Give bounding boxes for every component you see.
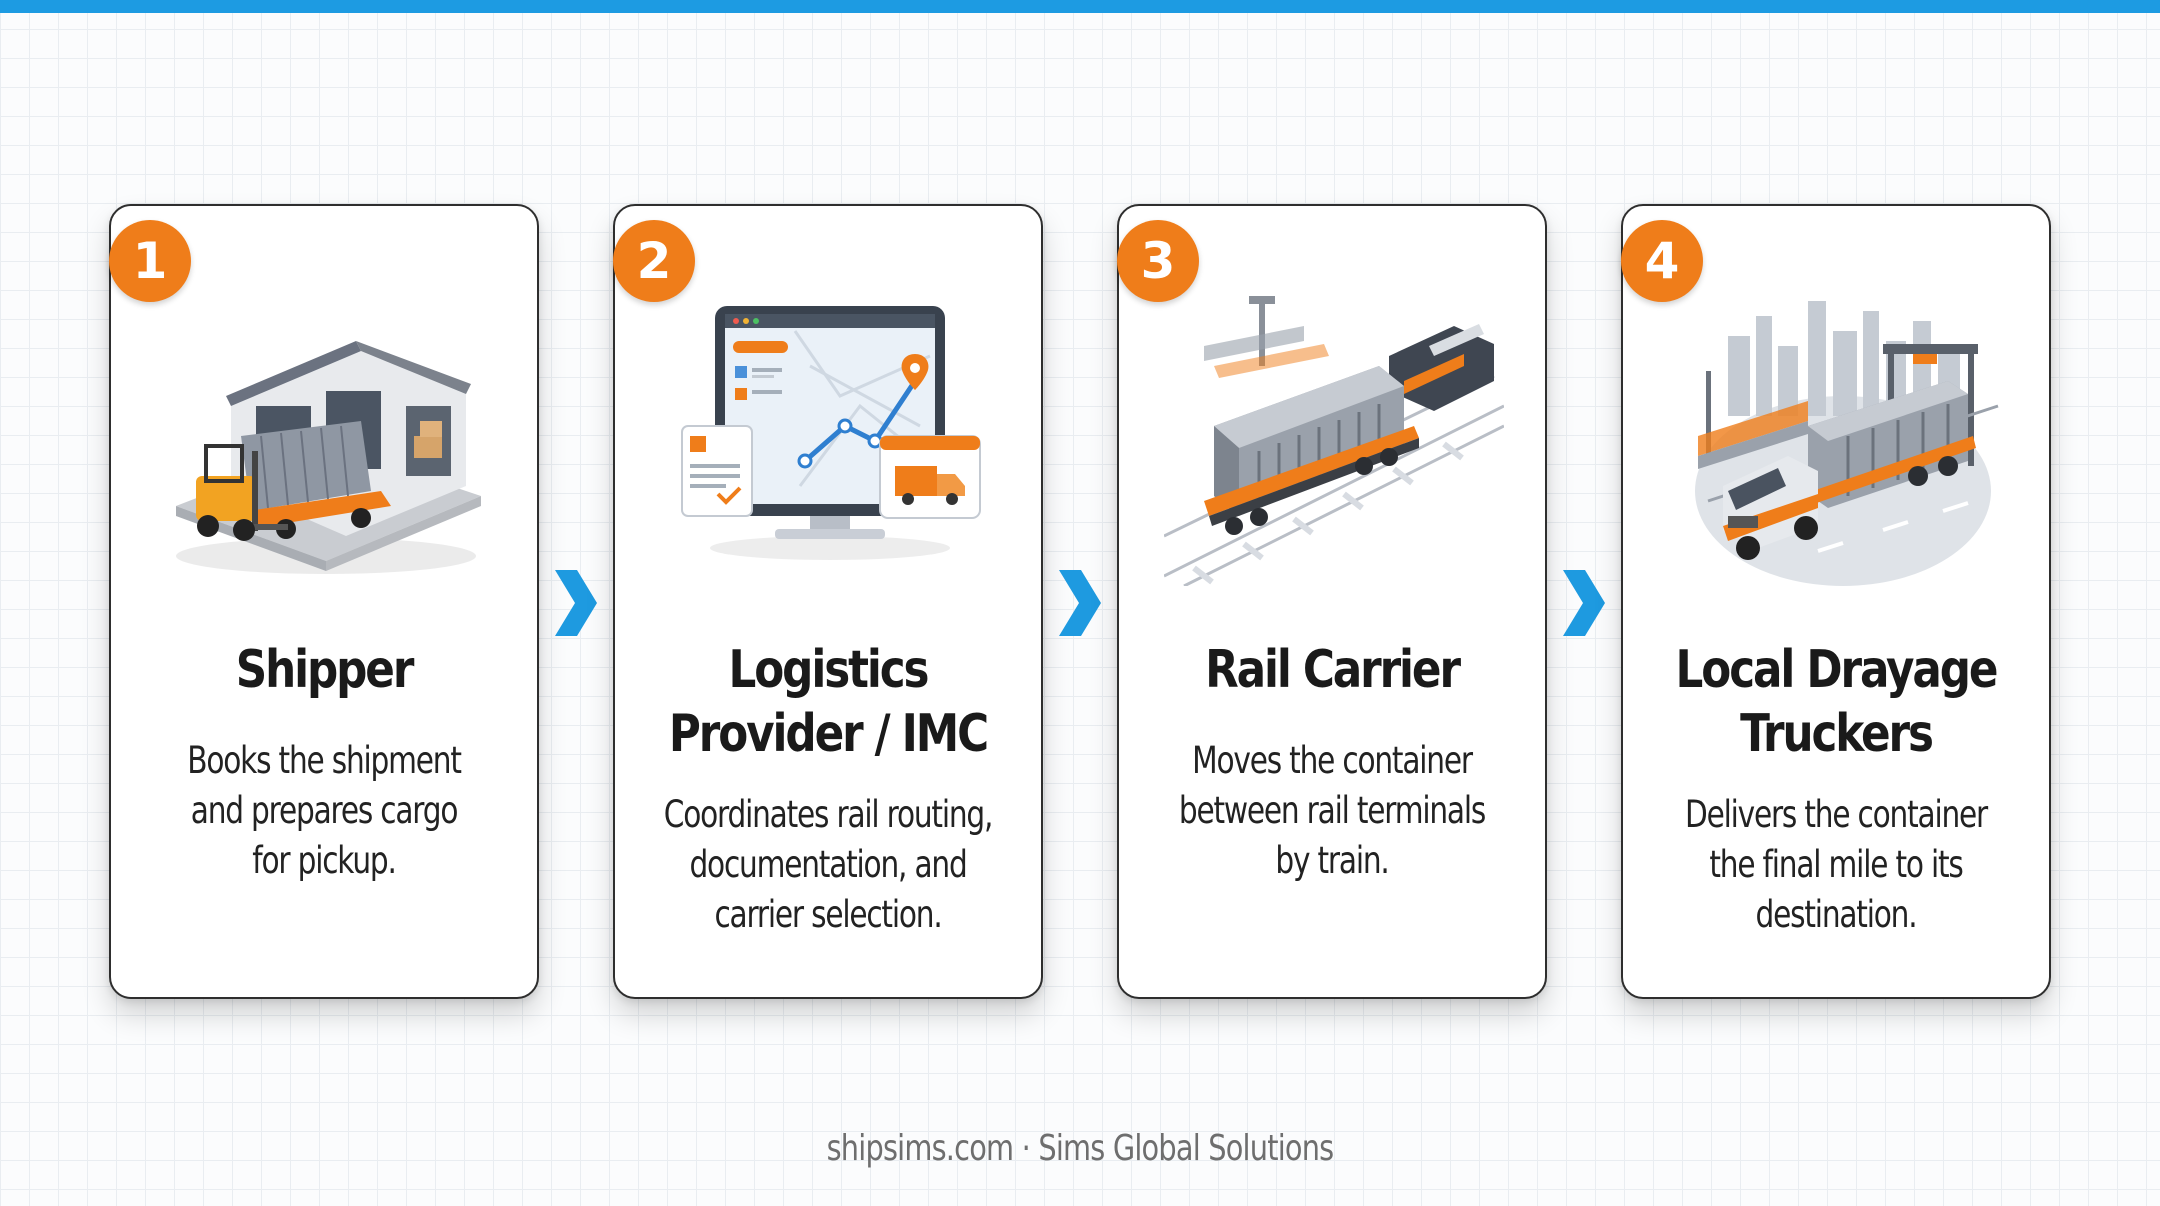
step-title: Shipper: [145, 638, 503, 702]
chevron-right-icon: [1059, 570, 1101, 636]
step-description-line: Delivers the container: [1684, 793, 1988, 836]
top-accent-bar: [0, 0, 2160, 13]
step-card-rail-carrier: 3 Rail Carrier: [1117, 204, 1547, 999]
step-description-line: Coordinates rail routing,: [663, 793, 994, 836]
step-number-badge: 1: [109, 220, 191, 302]
step-card-local-drayage-truckers: 4: [1621, 204, 2051, 999]
chevron-right-icon: [555, 570, 597, 636]
step-title: Local Drayage Truckers: [1657, 638, 2015, 766]
step-title: Logistics Provider / IMC: [649, 638, 1007, 766]
step-card-logistics-provider: 2 Logistics Provider / IMC Coor: [613, 204, 1043, 999]
step-description-line: by train.: [1275, 839, 1389, 882]
computer-route-map-icon: [681, 306, 981, 560]
step-description: Coordinates rail routing, documentation,…: [658, 790, 999, 940]
freight-train-icon: [1164, 296, 1504, 586]
warehouse-forklift-icon: [176, 341, 481, 574]
container-truck-city-icon: [1695, 301, 1999, 586]
step-description-line: the final mile to its: [1709, 843, 1963, 886]
step-title-line: Logistics: [728, 640, 930, 700]
step-description-line: carrier selection.: [714, 893, 942, 936]
step-title-line: Rail Carrier: [1205, 640, 1461, 700]
step-description-line: documentation, and: [689, 843, 967, 886]
step-description-line: between rail terminals: [1178, 789, 1486, 832]
step-description: Books the shipment and prepares cargo fo…: [154, 736, 495, 886]
step-description: Moves the container between rail termina…: [1162, 736, 1503, 886]
step-description-line: destination.: [1755, 893, 1918, 936]
step-title-line: Provider / IMC: [668, 704, 989, 764]
step-number-badge: 3: [1117, 220, 1199, 302]
step-number-badge: 2: [613, 220, 695, 302]
step-description-line: Moves the container: [1192, 739, 1473, 782]
step-title-line: Shipper: [235, 640, 415, 700]
step-number-badge: 4: [1621, 220, 1703, 302]
footer-credit: shipsims.com · Sims Global Solutions: [826, 1128, 1335, 1169]
step-title-line: Local Drayage: [1675, 640, 1999, 700]
step-description-line: for pickup.: [252, 839, 397, 882]
step-title-line: Truckers: [1740, 704, 1934, 764]
step-title: Rail Carrier: [1153, 638, 1511, 702]
step-description-line: and prepares cargo: [190, 789, 459, 832]
chevron-right-icon: [1563, 570, 1605, 636]
step-description-line: Books the shipment: [187, 739, 462, 782]
step-description: Delivers the container the final mile to…: [1666, 790, 2007, 940]
step-card-shipper: 1 Shipper Books the shipment and prepare…: [109, 204, 539, 999]
